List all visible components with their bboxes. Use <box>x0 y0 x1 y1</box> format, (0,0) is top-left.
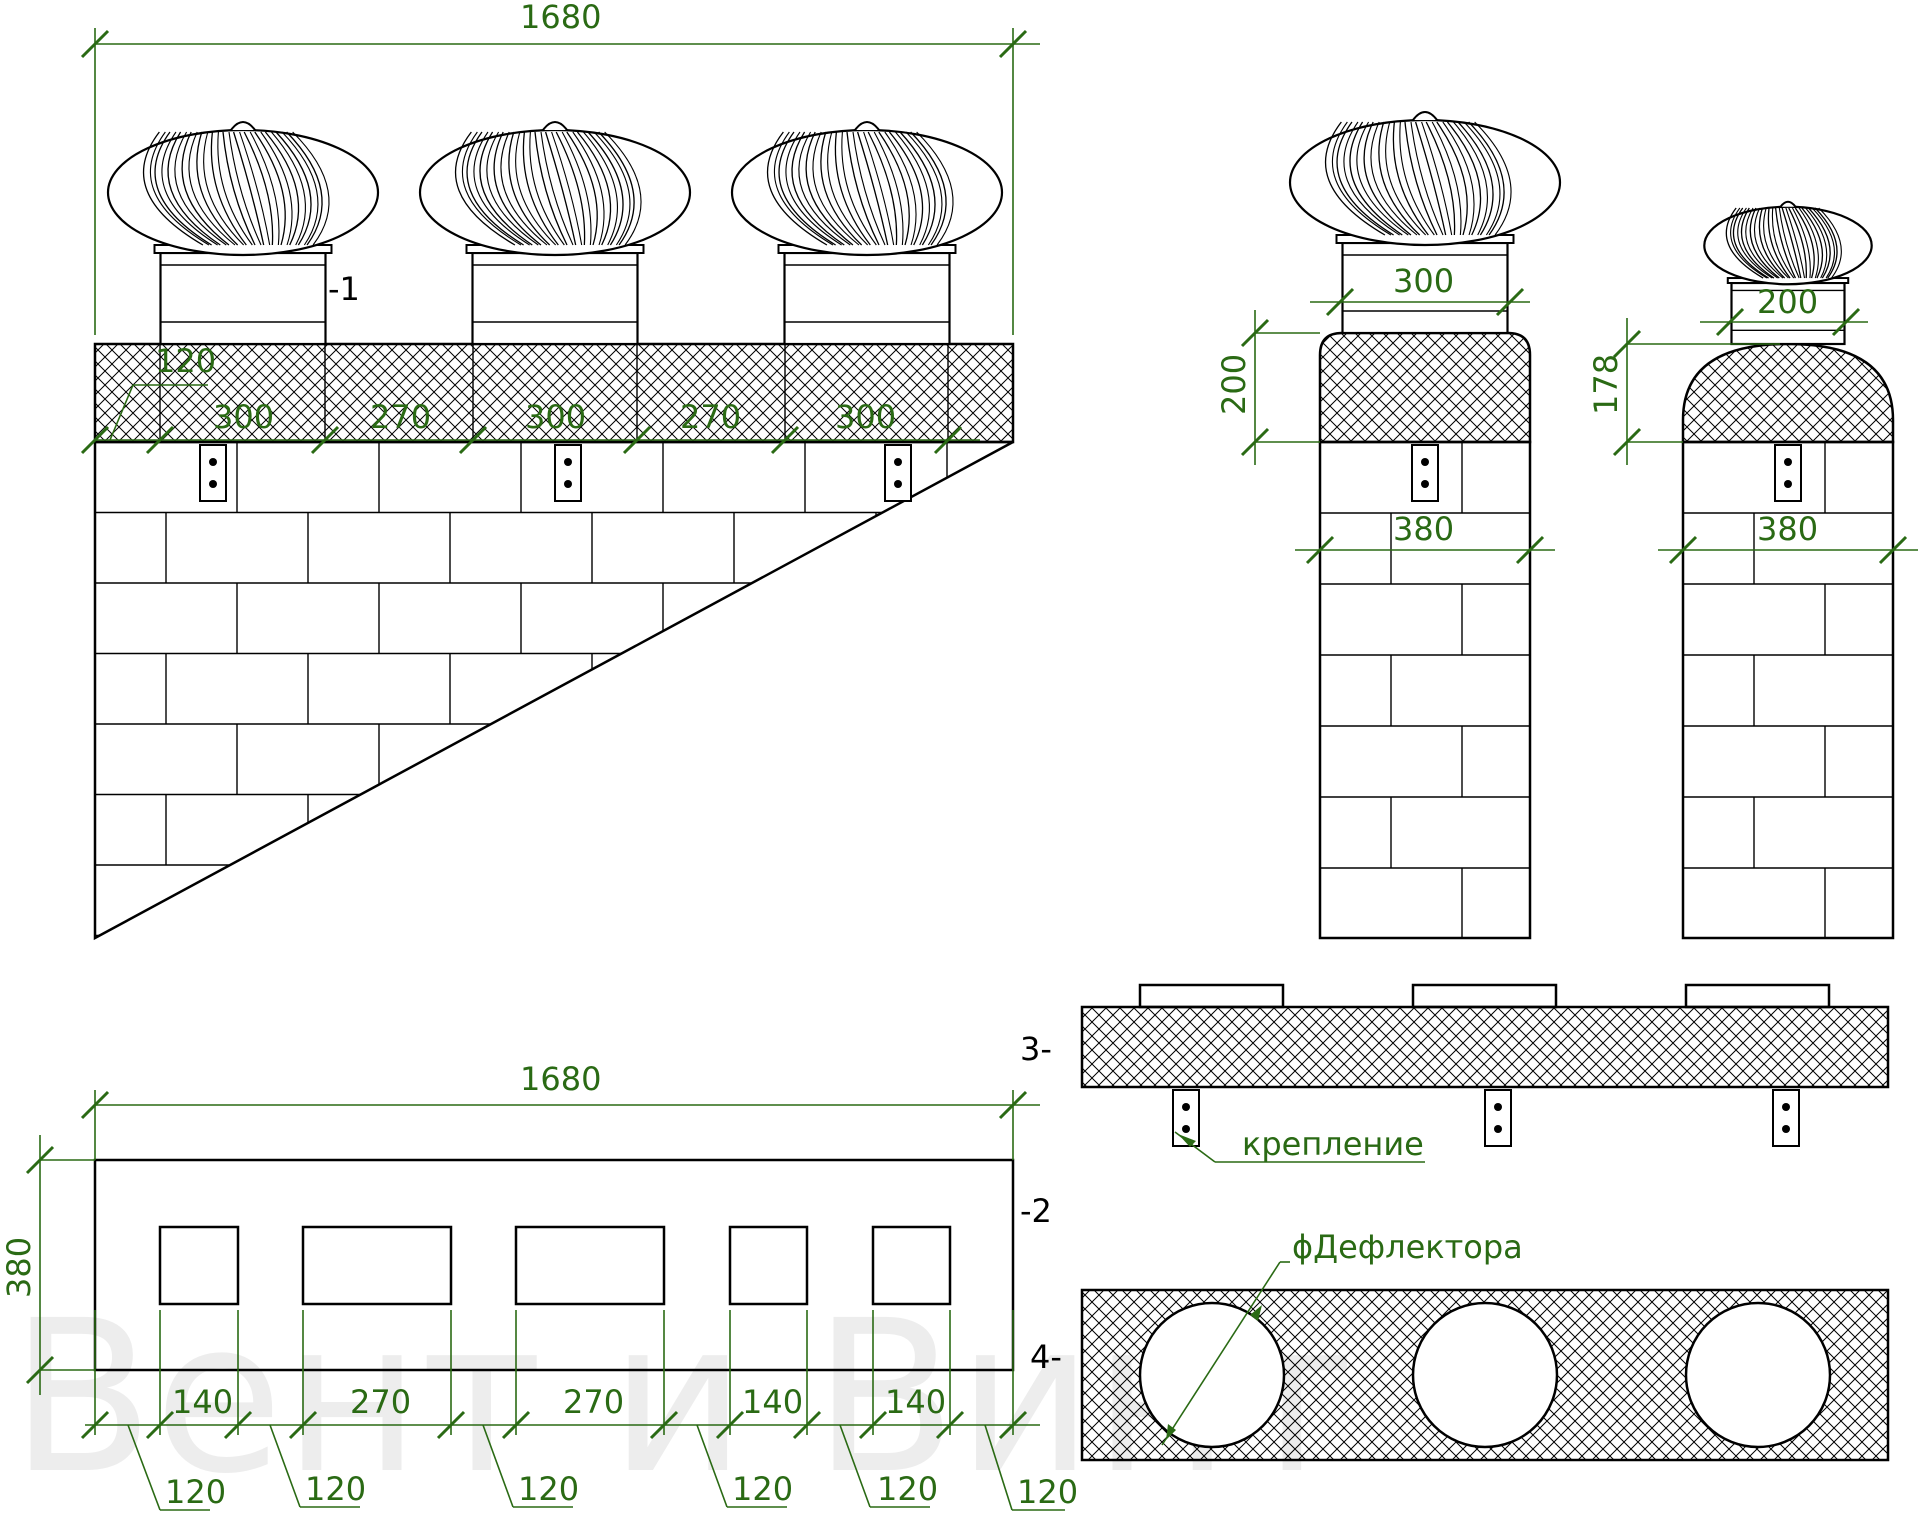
deflector-hole-3 <box>1684 1301 1832 1449</box>
plan-dim-tick-3 <box>288 1410 318 1440</box>
dim-1680-top: 1680 <box>520 0 601 36</box>
bracket-side-right <box>1774 444 1802 502</box>
gap-leader-5 <box>984 1424 1013 1511</box>
opening-1 <box>158 1225 240 1306</box>
cap-slab-left <box>1318 331 1532 444</box>
plan-view: -2 <box>93 1158 1052 1372</box>
plan-dim-tick-9 <box>858 1410 888 1440</box>
dim-300-a: 300 <box>213 398 274 436</box>
bracket-section-1 <box>1172 1089 1200 1147</box>
opening-3 <box>514 1225 666 1306</box>
bracket-3 <box>884 444 912 502</box>
cap-slab-section <box>1080 1005 1890 1089</box>
deflector-hole-2 <box>1411 1301 1559 1449</box>
dim-gap-120-2: 120 <box>305 1470 366 1508</box>
dim-column-380-right: 380 <box>1757 510 1818 548</box>
dim-300-b: 300 <box>525 398 586 436</box>
gap-leader-3 <box>696 1424 728 1508</box>
gap-leader-2 <box>482 1424 514 1508</box>
side-left-dimensions: 300 200 380 <box>1215 262 1555 565</box>
dim-neck-300: 300 <box>1393 262 1454 300</box>
plan-dim-tick-1 <box>145 1410 175 1440</box>
deflector-1 <box>106 121 380 346</box>
dim-gap-120-3: 120 <box>518 1470 579 1508</box>
part-label-3: 3- <box>1020 1030 1052 1068</box>
deflector-hole-1 <box>1138 1301 1286 1449</box>
deflector-side-right <box>1703 200 1873 346</box>
gap-leader-1 <box>269 1424 301 1508</box>
dim-gap-120-4: 120 <box>732 1470 793 1508</box>
bracket-side-left <box>1411 444 1439 502</box>
dim-opening-140-c: 140 <box>885 1383 946 1421</box>
front-view: -1 <box>93 121 1015 941</box>
dim-300-c: 300 <box>835 398 896 436</box>
plan-dim-tick-11 <box>998 1410 1028 1440</box>
opening-2 <box>301 1225 453 1306</box>
plan-dim-tick-5 <box>501 1410 531 1440</box>
plan-dim-tick-7 <box>715 1410 745 1440</box>
side-right-dimensions: 200 178 380 <box>1587 283 1918 565</box>
front-dim-tick-4 <box>622 425 652 455</box>
front-dim-tick-2 <box>310 425 340 455</box>
opening-5 <box>871 1225 952 1306</box>
plan-dim-tick-2 <box>223 1410 253 1440</box>
bracket-section-3 <box>1772 1089 1800 1147</box>
dim-gap-120-6: 120 <box>1017 1473 1078 1511</box>
bracket-1 <box>199 444 227 502</box>
plan-dim-tick-8 <box>792 1410 822 1440</box>
dim-270-a: 270 <box>370 398 431 436</box>
plan-dim-tick-4 <box>436 1410 466 1440</box>
dim-opening-140-b: 140 <box>742 1383 803 1421</box>
bracket-section-2 <box>1484 1089 1512 1147</box>
front-dim-tick-6 <box>933 425 963 455</box>
fixing-label: крепление <box>1242 1125 1424 1163</box>
cap-dome-right <box>1681 342 1895 444</box>
dim-opening-140-a: 140 <box>172 1383 233 1421</box>
front-dim-tick-0 <box>80 425 110 455</box>
dim-gap-120-1: 120 <box>165 1473 226 1511</box>
deflector-2 <box>418 121 692 346</box>
dim-270-b: 270 <box>680 398 741 436</box>
side-view-right <box>1681 200 1895 940</box>
part-label-4: 4- <box>1030 1338 1062 1376</box>
part-label-1: -1 <box>328 270 360 308</box>
dim-neck-200: 200 <box>1757 283 1818 321</box>
front-dim-tick-5 <box>770 425 800 455</box>
plan-dim-tick-0 <box>80 1410 110 1440</box>
cap-section-view: 3- крепление <box>1020 983 1890 1163</box>
plan-dim-tick-6 <box>649 1410 679 1440</box>
dim-cap-178: 178 <box>1587 354 1625 415</box>
side-view-left <box>1288 111 1562 940</box>
cap-plan-view: 4- ϕДефлектора <box>1030 1228 1890 1462</box>
dim-cap-200: 200 <box>1215 354 1253 415</box>
deflector-3 <box>730 121 1004 346</box>
dim-column-380-left: 380 <box>1393 510 1454 548</box>
deflector-side-left <box>1288 111 1562 335</box>
dim-gap-120-5: 120 <box>877 1470 938 1508</box>
gap-leader-4 <box>839 1424 871 1508</box>
cap-slab <box>93 342 1015 444</box>
bracket-2 <box>554 444 582 502</box>
dim-opening-270-a: 270 <box>350 1383 411 1421</box>
front-dimensions: 1680 120 300 270 300 270 300 <box>80 0 1040 455</box>
front-dim-tick-3 <box>458 425 488 455</box>
gap-leader-0 <box>127 1424 161 1511</box>
deflector-diameter-label: ϕДефлектора <box>1292 1228 1523 1266</box>
opening-4 <box>728 1225 809 1306</box>
dim-380-plan: 380 <box>0 1237 38 1298</box>
plan-dimensions: 1680 380 140 270 270 140 140 120 120 120… <box>0 1060 1078 1511</box>
dim-1680-plan: 1680 <box>520 1060 601 1098</box>
front-dim-tick-1 <box>145 425 175 455</box>
dim-120: 120 <box>155 342 216 380</box>
dim-opening-270-b: 270 <box>563 1383 624 1421</box>
plan-dim-tick-10 <box>935 1410 965 1440</box>
part-label-2: -2 <box>1020 1192 1052 1230</box>
